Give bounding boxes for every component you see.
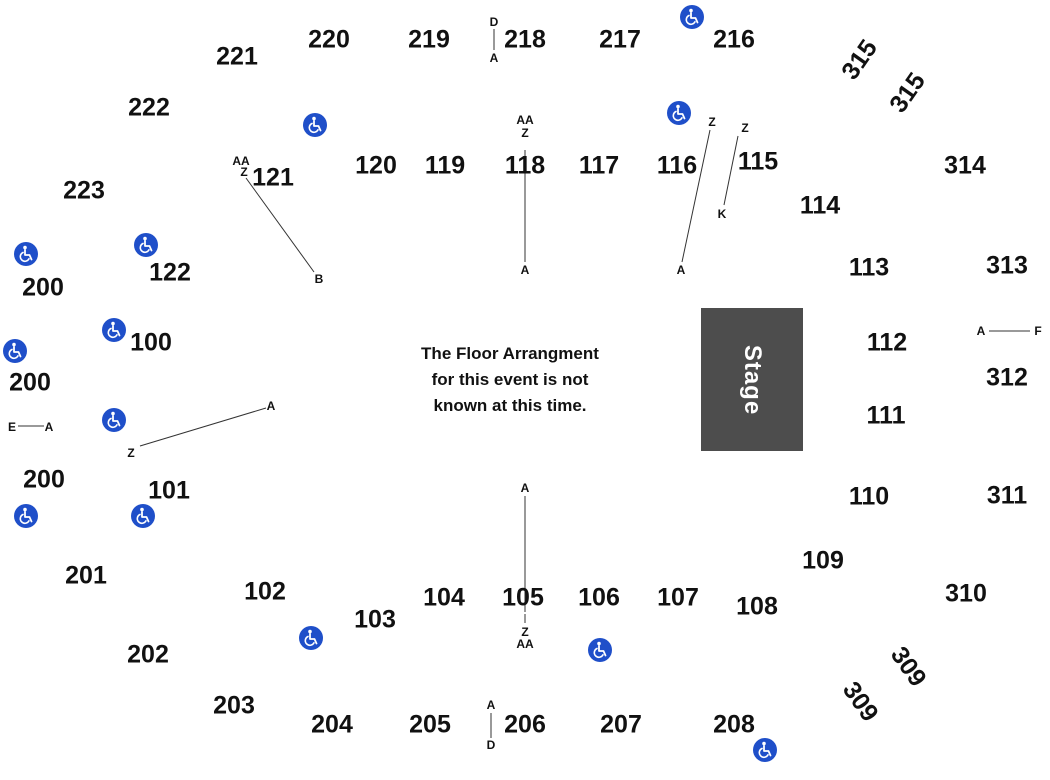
wheelchair-icon[interactable] [102, 318, 126, 342]
row-label-218-a: A [489, 51, 499, 65]
row-label-105-a: A [520, 481, 530, 495]
section-208[interactable]: 208 [713, 710, 755, 739]
stage-label: Stage [739, 344, 766, 415]
section-114[interactable]: 114 [799, 191, 841, 220]
row-label-101-a: A [266, 399, 276, 413]
section-121[interactable]: 121 [252, 163, 294, 192]
section-218[interactable]: 218 [504, 25, 546, 54]
section-222[interactable]: 222 [128, 93, 170, 122]
row-label-118-aa: AA [516, 113, 534, 127]
row-label-121-z: Z [240, 165, 248, 179]
section-311[interactable]: 311 [986, 481, 1028, 510]
section-203[interactable]: 203 [213, 691, 255, 720]
row-label-105-aa: AA [516, 637, 534, 651]
section-200-upper[interactable]: 200 [22, 273, 64, 302]
section-101[interactable]: 101 [148, 476, 190, 505]
wheelchair-icon[interactable] [102, 408, 126, 432]
row-line-115 [723, 135, 739, 206]
row-label-206-a: A [486, 698, 496, 712]
row-label-121-aa: AA [232, 154, 250, 168]
row-line-101 [139, 407, 267, 447]
row-label-116-z: Z [708, 115, 716, 129]
section-314[interactable]: 314 [944, 151, 986, 180]
row-line-116 [681, 129, 711, 263]
section-202[interactable]: 202 [127, 640, 169, 669]
wheelchair-icon[interactable] [680, 5, 704, 29]
wheelchair-icon[interactable] [588, 638, 612, 662]
section-217[interactable]: 217 [599, 25, 641, 54]
row-label-218-d: D [489, 15, 499, 29]
section-219[interactable]: 219 [408, 25, 450, 54]
wheelchair-icon[interactable] [134, 233, 158, 257]
row-label-118-z: Z [521, 126, 529, 140]
section-113[interactable]: 113 [848, 253, 890, 282]
row-label-116-a: A [676, 263, 686, 277]
row-label-200-a: A [44, 420, 54, 434]
floor-arrangement-note: The Floor Arrangment for this event is n… [390, 341, 630, 419]
row-label-101-z: Z [127, 446, 135, 460]
section-312[interactable]: 312 [986, 363, 1028, 392]
section-223[interactable]: 223 [63, 176, 105, 205]
section-205[interactable]: 205 [409, 710, 451, 739]
floor-note-line-3: known at this time. [433, 396, 587, 415]
section-100[interactable]: 100 [130, 328, 172, 357]
section-200-lower[interactable]: 200 [23, 465, 65, 494]
wheelchair-icon[interactable] [303, 113, 327, 137]
row-label-118-a: A [520, 263, 530, 277]
row-label-312-f: F [1034, 324, 1042, 338]
section-204[interactable]: 204 [311, 710, 353, 739]
wheelchair-icon[interactable] [14, 242, 38, 266]
floor-note-line-1: The Floor Arrangment [421, 344, 599, 363]
section-105[interactable]: 105 [502, 583, 544, 612]
section-221[interactable]: 221 [216, 42, 258, 71]
section-116[interactable]: 116 [656, 151, 698, 180]
section-122[interactable]: 122 [149, 258, 191, 287]
section-207[interactable]: 207 [600, 710, 642, 739]
section-313[interactable]: 313 [986, 251, 1028, 280]
row-label-121-b: B [314, 272, 324, 286]
section-119[interactable]: 119 [424, 151, 466, 180]
stage[interactable]: Stage [701, 308, 803, 451]
wheelchair-icon[interactable] [753, 738, 777, 762]
section-103[interactable]: 103 [354, 605, 396, 634]
section-109[interactable]: 109 [802, 546, 844, 575]
section-201[interactable]: 201 [65, 561, 107, 590]
row-line-121 [245, 177, 315, 273]
row-label-105-z: Z [521, 625, 529, 639]
row-label-115-k: K [717, 207, 727, 221]
section-200-middle[interactable]: 200 [9, 368, 51, 397]
wheelchair-icon[interactable] [3, 339, 27, 363]
section-206[interactable]: 206 [504, 710, 546, 739]
section-216[interactable]: 216 [713, 25, 755, 54]
section-102[interactable]: 102 [244, 577, 286, 606]
section-115[interactable]: 115 [737, 147, 779, 176]
row-label-115-z: Z [741, 121, 749, 135]
wheelchair-icon[interactable] [131, 504, 155, 528]
wheelchair-icon[interactable] [299, 626, 323, 650]
row-label-312-a: A [976, 324, 986, 338]
section-310[interactable]: 310 [945, 579, 987, 608]
section-107[interactable]: 107 [657, 583, 699, 612]
wheelchair-icon[interactable] [667, 101, 691, 125]
row-label-200-e: E [7, 420, 17, 434]
section-120[interactable]: 120 [355, 151, 397, 180]
section-104[interactable]: 104 [423, 583, 465, 612]
section-110[interactable]: 110 [848, 482, 890, 511]
floor-note-line-2: for this event is not [431, 370, 589, 389]
section-111[interactable]: 111 [866, 401, 906, 430]
section-106[interactable]: 106 [578, 583, 620, 612]
section-108[interactable]: 108 [736, 592, 778, 621]
section-112[interactable]: 112 [866, 328, 908, 357]
section-118[interactable]: 118 [504, 151, 546, 180]
section-117[interactable]: 117 [578, 151, 620, 180]
section-220[interactable]: 220 [308, 25, 350, 54]
row-label-206-d: D [486, 738, 496, 752]
wheelchair-icon[interactable] [14, 504, 38, 528]
